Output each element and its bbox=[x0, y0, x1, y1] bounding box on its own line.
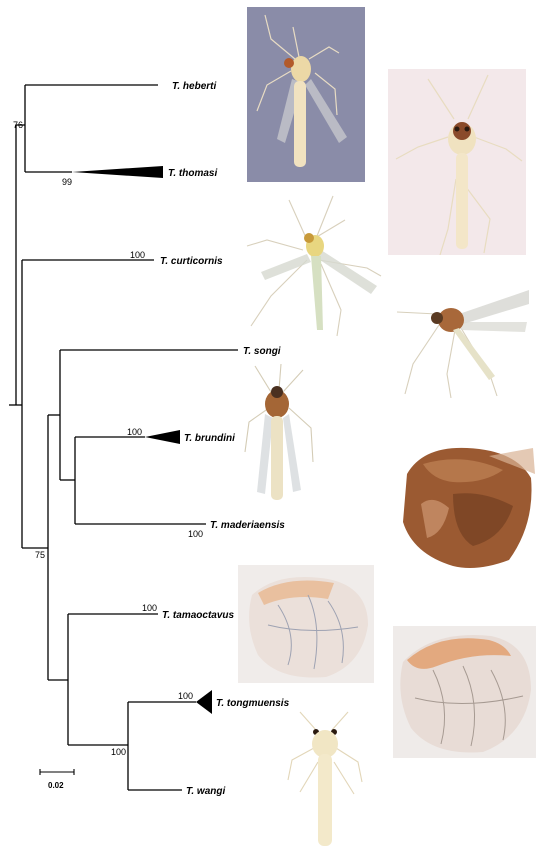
support-value-lower-clade: 75 bbox=[35, 550, 45, 560]
specimen-photo-thomasi bbox=[388, 69, 526, 255]
support-value-maderiaensis: 100 bbox=[188, 529, 203, 539]
scale-bar-label: 0.02 bbox=[48, 781, 64, 790]
collapsed-clade-brundini bbox=[145, 430, 180, 444]
taxon-label-heberti: T. heberti bbox=[172, 81, 216, 92]
specimen-photo-curticornis bbox=[237, 190, 383, 338]
specimen-photo-songi bbox=[391, 284, 530, 398]
taxon-label-songi: T. songi bbox=[243, 346, 281, 357]
support-value-thomasi: 99 bbox=[62, 177, 72, 187]
taxon-label-tamaoctavus: T. tamaoctavus bbox=[162, 610, 234, 621]
specimen-photo-tongmuensis-slide bbox=[393, 626, 536, 758]
support-value-tongmuensis-wangi: 100 bbox=[111, 747, 126, 757]
specimen-photo-heberti bbox=[247, 7, 365, 182]
specimen-photo-brundini bbox=[241, 362, 319, 514]
taxon-label-curticornis: T. curticornis bbox=[160, 256, 223, 267]
taxon-label-brundini: T. brundini bbox=[184, 433, 235, 444]
taxon-label-maderiaensis: T. maderiaensis bbox=[210, 520, 285, 531]
support-value-tongmuensis: 100 bbox=[178, 691, 193, 701]
specimen-photo-maderiaensis-slide bbox=[393, 434, 536, 572]
scale-bar bbox=[40, 769, 74, 775]
collapsed-clade-thomasi bbox=[72, 166, 163, 178]
support-value-heberti-thomasi: 76 bbox=[13, 120, 23, 130]
support-value-curticornis: 100 bbox=[130, 250, 145, 260]
support-value-brundini: 100 bbox=[127, 427, 142, 437]
support-value-tamaoctavus: 100 bbox=[142, 603, 157, 613]
collapsed-clade-tongmuensis bbox=[196, 690, 212, 714]
taxon-label-wangi: T. wangi bbox=[186, 786, 225, 797]
taxon-label-thomasi: T. thomasi bbox=[168, 168, 217, 179]
specimen-photo-wangi bbox=[270, 708, 382, 852]
specimen-photo-tamaoctavus-slide bbox=[238, 565, 374, 683]
